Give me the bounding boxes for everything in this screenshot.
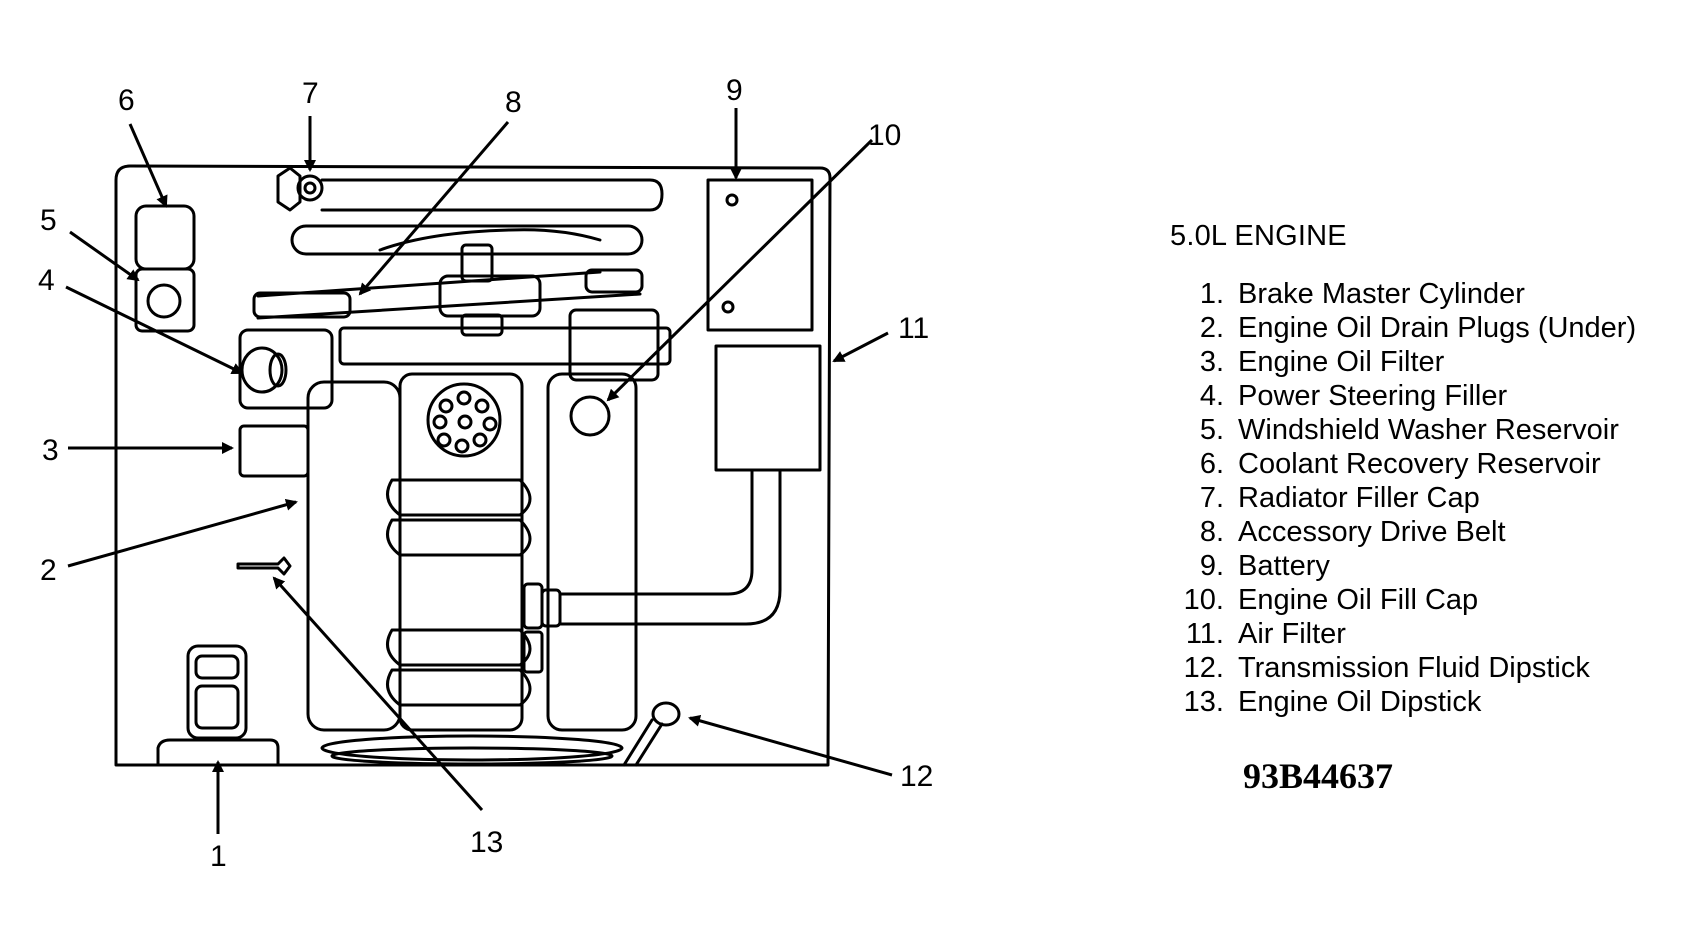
legend-item-number: 2. — [1199, 312, 1224, 344]
callout-13: 13 — [470, 826, 503, 859]
legend-item: 7. Radiator Filler Cap — [1170, 481, 1690, 515]
legend-item-label: Power Steering Filler — [1238, 380, 1508, 412]
callout-11: 11 — [898, 312, 929, 345]
callout-7: 7 — [302, 77, 319, 110]
callout-12: 12 — [900, 760, 933, 793]
legend-item-number: 6. — [1199, 448, 1224, 480]
legend-item-label: Air Filter — [1238, 618, 1346, 650]
legend-item: 8. Accessory Drive Belt — [1170, 515, 1690, 549]
accessory-belt — [256, 270, 642, 320]
leader-10 — [606, 138, 874, 402]
legend-item-label: Windshield Washer Reservoir — [1238, 414, 1619, 446]
distributor-cap — [426, 382, 502, 458]
legend-item-label: Coolant Recovery Reservoir — [1238, 448, 1601, 480]
legend-item-number: 3. — [1199, 346, 1224, 378]
leader-5 — [69, 230, 140, 282]
legend-item: 4. Power Steering Filler — [1170, 379, 1690, 413]
legend-item: 1. Brake Master Cylinder — [1170, 277, 1690, 311]
legend-item-number: 13. — [1183, 686, 1224, 718]
coolant-reservoir-shape — [134, 204, 196, 271]
figure-code: 93B44637 — [1243, 756, 1394, 796]
fan-shroud — [290, 224, 644, 256]
legend-item: 12. Transmission Fluid Dipstick — [1170, 651, 1690, 685]
leader-6 — [128, 123, 168, 208]
legend-list: 1. Brake Master Cylinder 2. Engine Oil Drai… — [1170, 277, 1690, 719]
right-valve-cover — [546, 372, 638, 732]
legend-item-number: 7. — [1199, 482, 1224, 514]
pulley-right — [584, 268, 644, 294]
brake-master-cylinder — [186, 644, 248, 740]
leader-8 — [358, 121, 510, 296]
legend-item-label: Transmission Fluid Dipstick — [1238, 652, 1590, 684]
callout-8: 8 — [505, 86, 522, 119]
legend-item-label: Engine Oil Dipstick — [1238, 686, 1482, 718]
leader-12 — [688, 714, 893, 777]
legend-item: 2. Engine Oil Drain Plugs (Under) — [1170, 311, 1690, 345]
legend-item: 13. Engine Oil Dipstick — [1170, 685, 1690, 719]
battery-shape — [706, 178, 814, 332]
oil-filter-shape — [238, 424, 310, 478]
legend-item-number: 1. — [1199, 278, 1224, 310]
legend-item: 6. Coolant Recovery Reservoir — [1170, 447, 1690, 481]
legend-item-number: 11. — [1185, 618, 1224, 650]
air-filter-shape — [714, 344, 822, 472]
legend-item-label: Radiator Filler Cap — [1238, 482, 1480, 514]
legend-item-number: 4. — [1199, 380, 1224, 412]
legend-item-label: Brake Master Cylinder — [1238, 278, 1525, 310]
oil-fill-cap-shape — [569, 395, 611, 437]
callout-10: 10 — [868, 119, 901, 152]
callout-4: 4 — [38, 264, 55, 297]
legend-item-number: 9. — [1199, 550, 1224, 582]
callout-3: 3 — [42, 434, 59, 467]
left-valve-cover — [306, 380, 402, 732]
legend-item-label: Accessory Drive Belt — [1238, 516, 1506, 548]
washer-reservoir-shape — [134, 267, 196, 333]
callout-6: 6 — [118, 84, 135, 117]
callout-2: 2 — [40, 554, 57, 587]
transmission-dipstick — [622, 718, 664, 767]
callout-9: 9 — [726, 74, 743, 107]
legend-item-number: 8. — [1199, 516, 1224, 548]
legend-item: 3. Engine Oil Filter — [1170, 345, 1690, 379]
legend-item: 9. Battery — [1170, 549, 1690, 583]
legend-item-label: Engine Oil Fill Cap — [1238, 584, 1479, 616]
legend-item-number: 10. — [1183, 584, 1224, 616]
legend: 5.0L ENGINE 1. Brake Master Cylinder 2. Eng… — [1170, 220, 1690, 719]
intake-duct — [558, 468, 782, 626]
compartment-outline — [114, 164, 832, 767]
legend-item: 5. Windshield Washer Reservoir — [1170, 413, 1690, 447]
legend-item-label: Engine Oil Drain Plugs (Under) — [1238, 312, 1637, 344]
leader-4 — [65, 285, 244, 375]
legend-item-label: Battery — [1238, 550, 1330, 582]
legend-item: 11. Air Filter — [1170, 617, 1690, 651]
callout-1: 1 — [210, 840, 227, 873]
legend-item-label: Engine Oil Filter — [1238, 346, 1445, 378]
legend-item-number: 5. — [1199, 414, 1224, 446]
legend-item: 10. Engine Oil Fill Cap — [1170, 583, 1690, 617]
oil-dipstick-handle — [236, 556, 292, 576]
leader-2 — [67, 498, 298, 568]
leader-11 — [832, 331, 889, 363]
washer-reservoir-cap — [146, 283, 182, 319]
legend-item-number: 12. — [1183, 652, 1224, 684]
legend-title: 5.0L ENGINE — [1170, 220, 1347, 252]
leader-13 — [272, 576, 484, 812]
radiator-cap-shape — [276, 166, 302, 212]
callout-5: 5 — [40, 204, 57, 237]
crank-pulley — [320, 734, 624, 762]
